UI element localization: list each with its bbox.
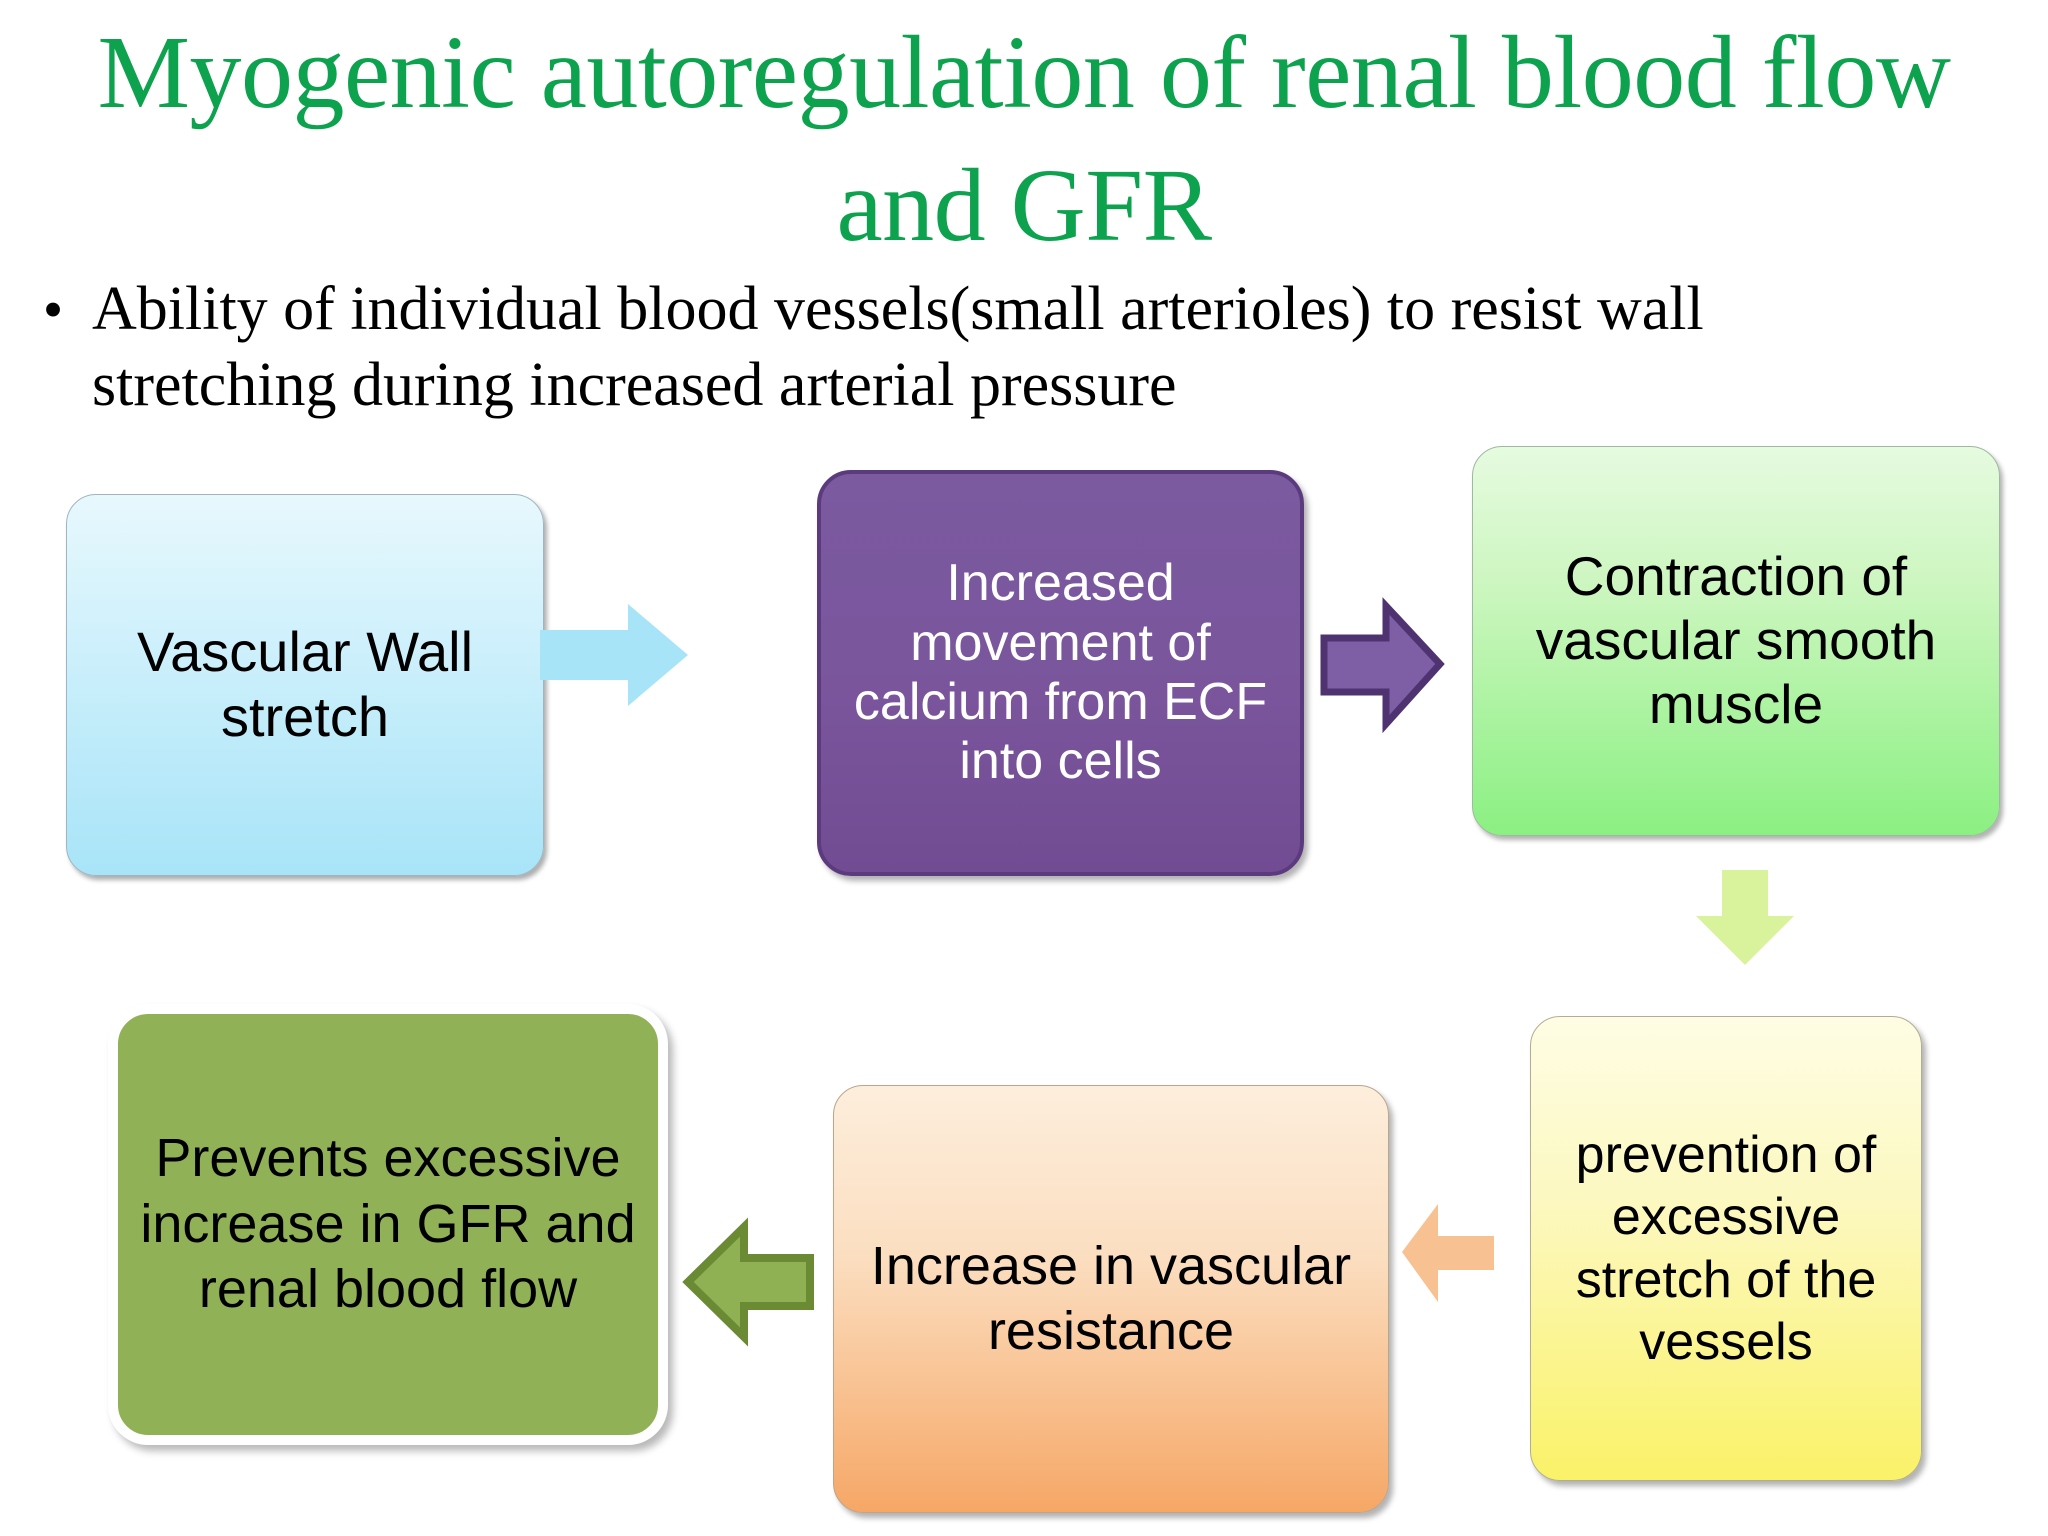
arrow-right-icon-calcium-to-contraction (1320, 597, 1445, 734)
flow-node-label: Increased movement of calcium from ECF i… (853, 554, 1268, 791)
flow-node-label: Increase in vascular resistance (870, 1236, 1352, 1361)
arrow-down-icon-contraction-to-prevention (1690, 868, 1800, 968)
flow-node-calcium-movement[interactable]: Increased movement of calcium from ECF i… (817, 470, 1304, 876)
flow-node-vascular-resistance[interactable]: Increase in vascular resistance (833, 1085, 1389, 1513)
flow-node-label: Prevents excessive increase in GFR and r… (140, 1127, 636, 1320)
arrow-left-icon-resistance-to-prevents (682, 1217, 816, 1347)
page-title: Myogenic autoregulation of renal blood f… (97, 15, 1951, 264)
flow-node-prevents-gfr-increase[interactable]: Prevents excessive increase in GFR and r… (108, 1004, 668, 1445)
bullet-item-text: Ability of individual blood vessels(smal… (92, 275, 1704, 419)
bullet-list-item: • Ability of individual blood vessels(sm… (14, 272, 1954, 423)
flow-node-vascular-wall-stretch[interactable]: Vascular Wall stretch (66, 494, 544, 876)
arrow-left-icon-prevention-to-resistance (1398, 1198, 1498, 1308)
flow-node-stretch-prevention[interactable]: prevention of excessive stretch of the v… (1530, 1016, 1922, 1481)
flow-node-label: Contraction of vascular smooth muscle (1535, 545, 1937, 735)
flow-node-smooth-muscle-contraction[interactable]: Contraction of vascular smooth muscle (1472, 446, 2000, 836)
bullet-marker-icon: • (42, 277, 64, 342)
flow-node-label: Vascular Wall stretch (136, 620, 474, 748)
flow-node-label: prevention of excessive stretch of the v… (1575, 1125, 1877, 1371)
arrow-right-icon-stretch-to-calcium (540, 600, 690, 710)
